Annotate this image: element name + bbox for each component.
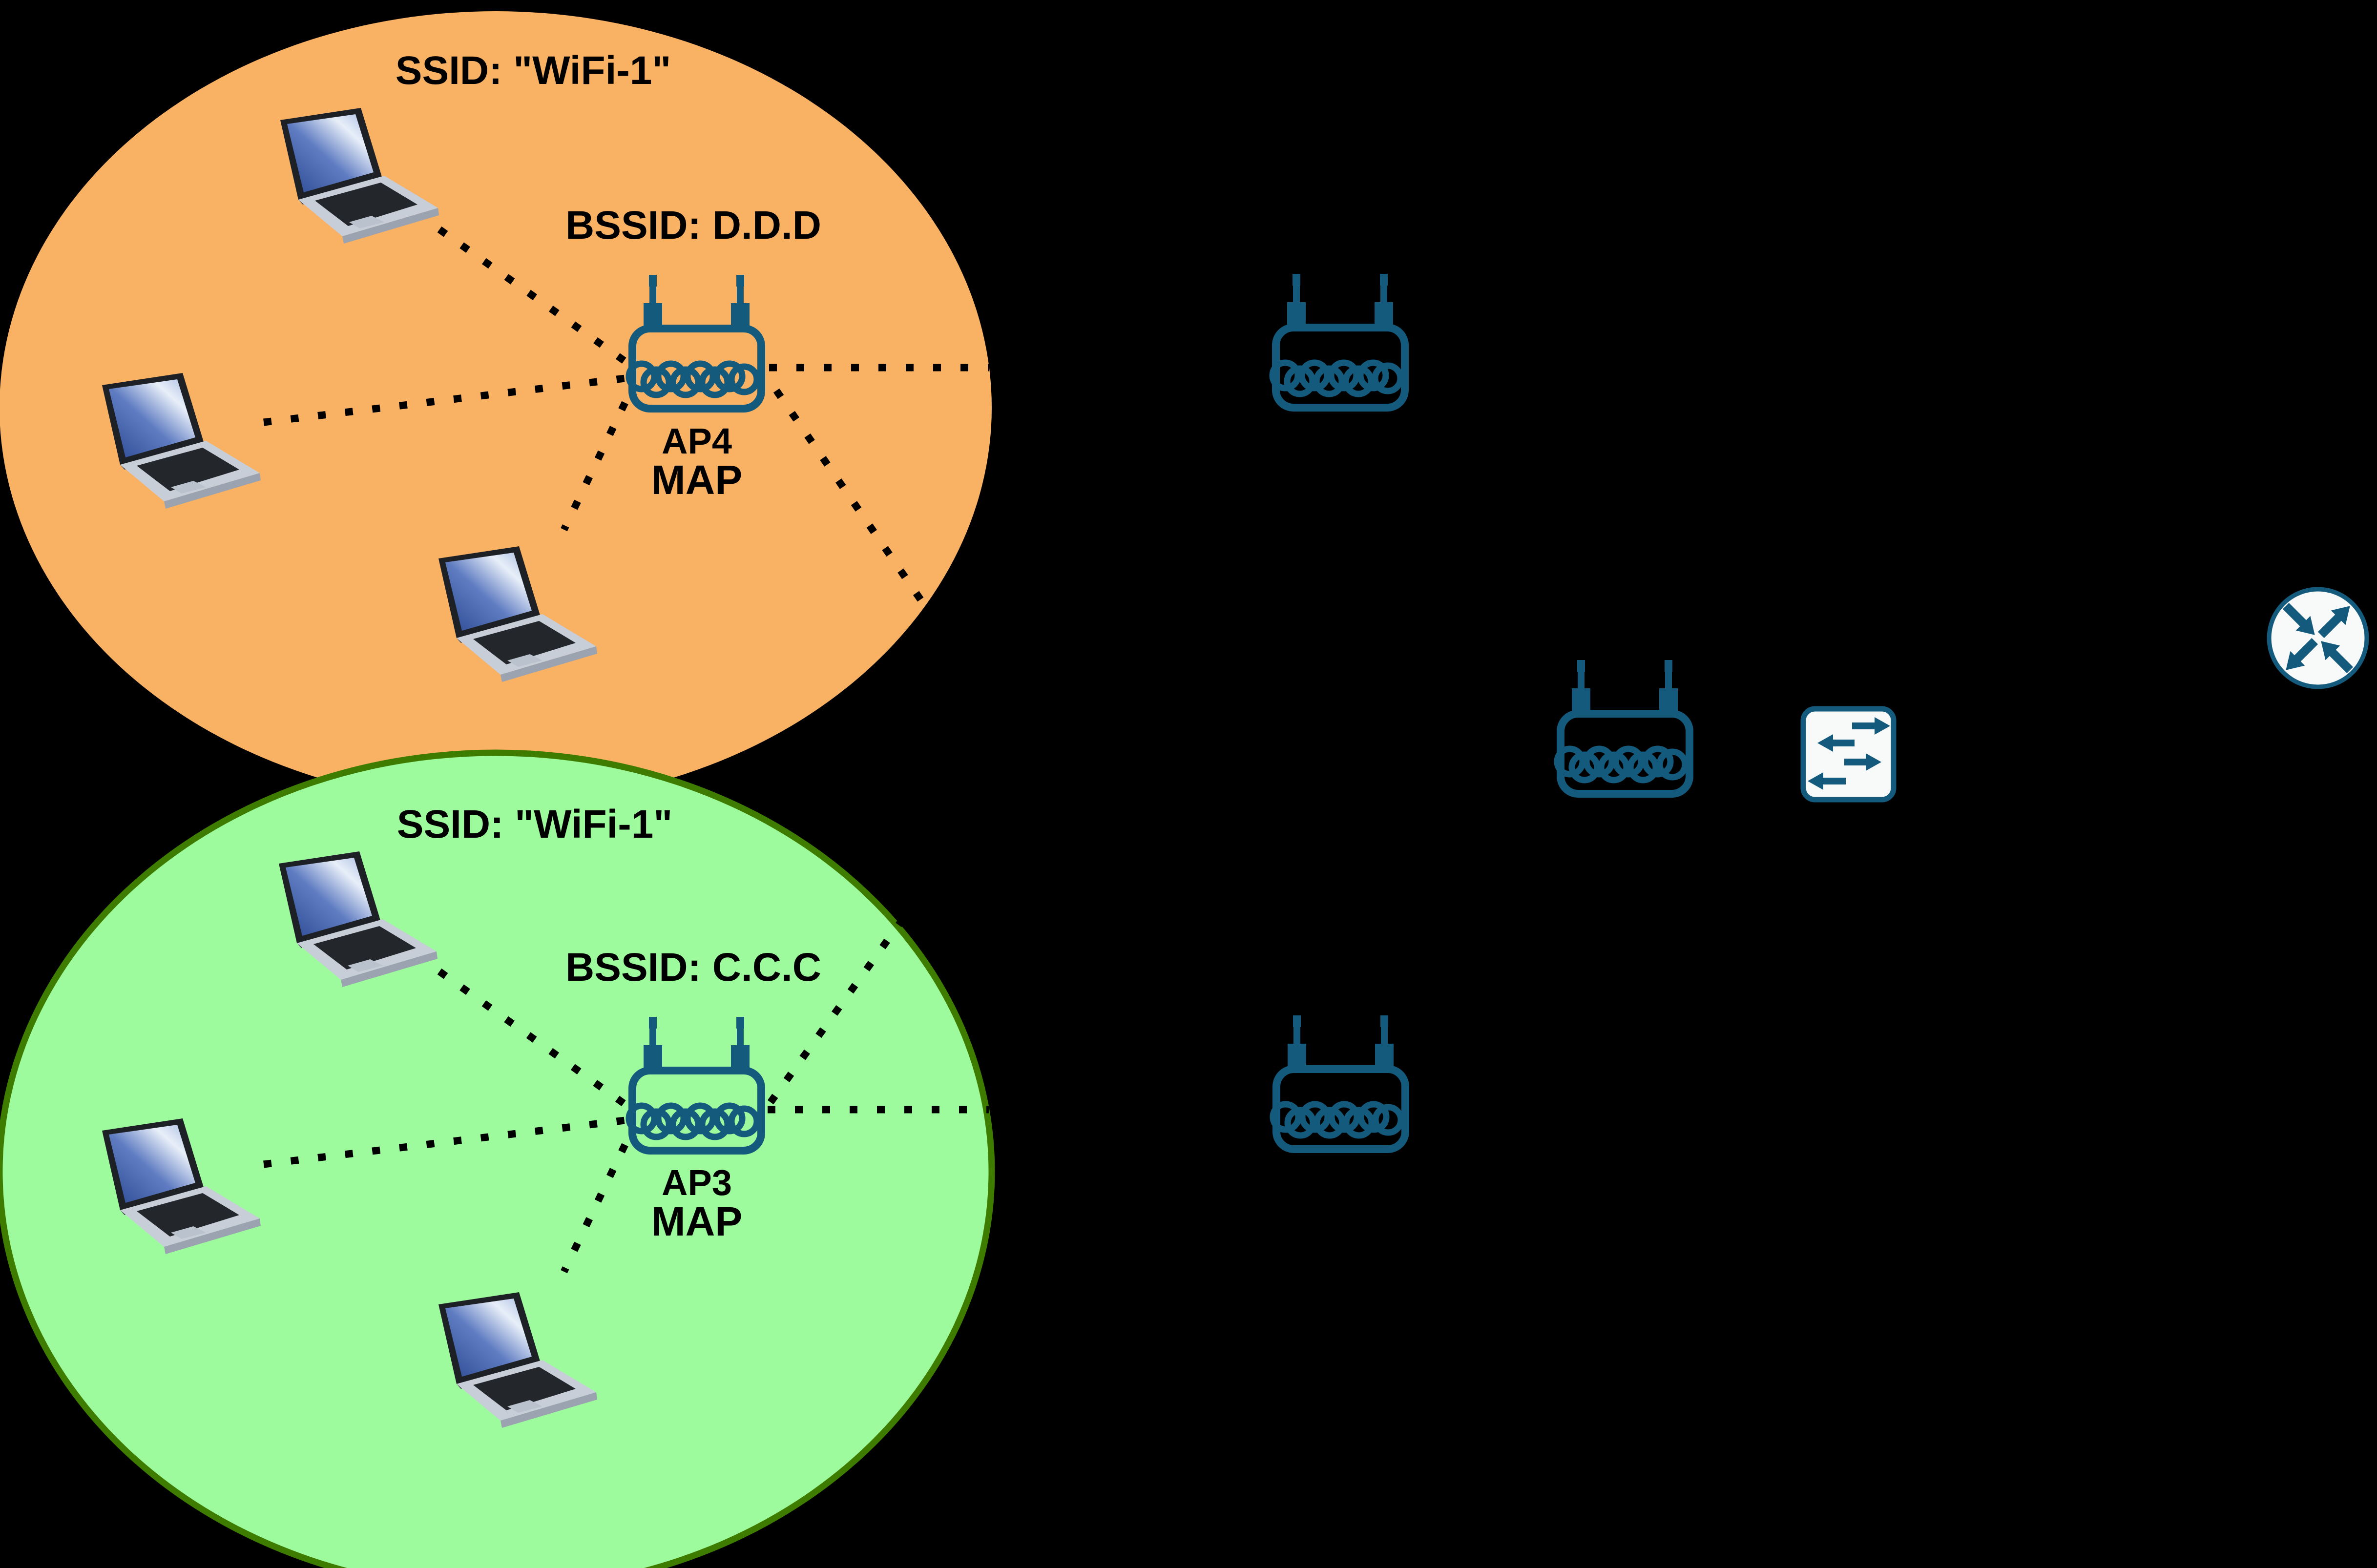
wifi-link-ap3-northeast [767, 919, 904, 1105]
ap4-name-label: AP4 [662, 421, 732, 461]
wireless-access-point-icon-bottom [1273, 1015, 1405, 1149]
wireless-access-point-icon-top [1272, 274, 1405, 408]
bssid-label-orange: BSSID: D.D.D [565, 203, 821, 248]
ap4-role-label: MAP [651, 457, 743, 503]
ap3-name-label: AP3 [662, 1162, 732, 1203]
bssid-label-green: BSSID: C.C.C [565, 945, 821, 990]
bss-coverage-area-green [0, 749, 995, 1568]
wireless-access-point-icon-center [1557, 660, 1689, 794]
wifi-link-laptop5-ap3 [263, 1116, 626, 1168]
ethernet-switch-icon [1803, 709, 1894, 800]
wifi-link-laptop1-ap4 [437, 226, 627, 365]
bss-coverage-area-orange [0, 11, 992, 804]
wifi-link-laptop4-ap3 [437, 968, 627, 1108]
ssid-label-orange: SSID: "WiFi-1" [396, 48, 671, 93]
router-icon [2269, 589, 2367, 687]
wifi-link-laptop2-ap4 [263, 374, 626, 426]
ap3-role-label: MAP [651, 1198, 743, 1244]
ssid-label-green: SSID: "WiFi-1" [397, 802, 672, 846]
